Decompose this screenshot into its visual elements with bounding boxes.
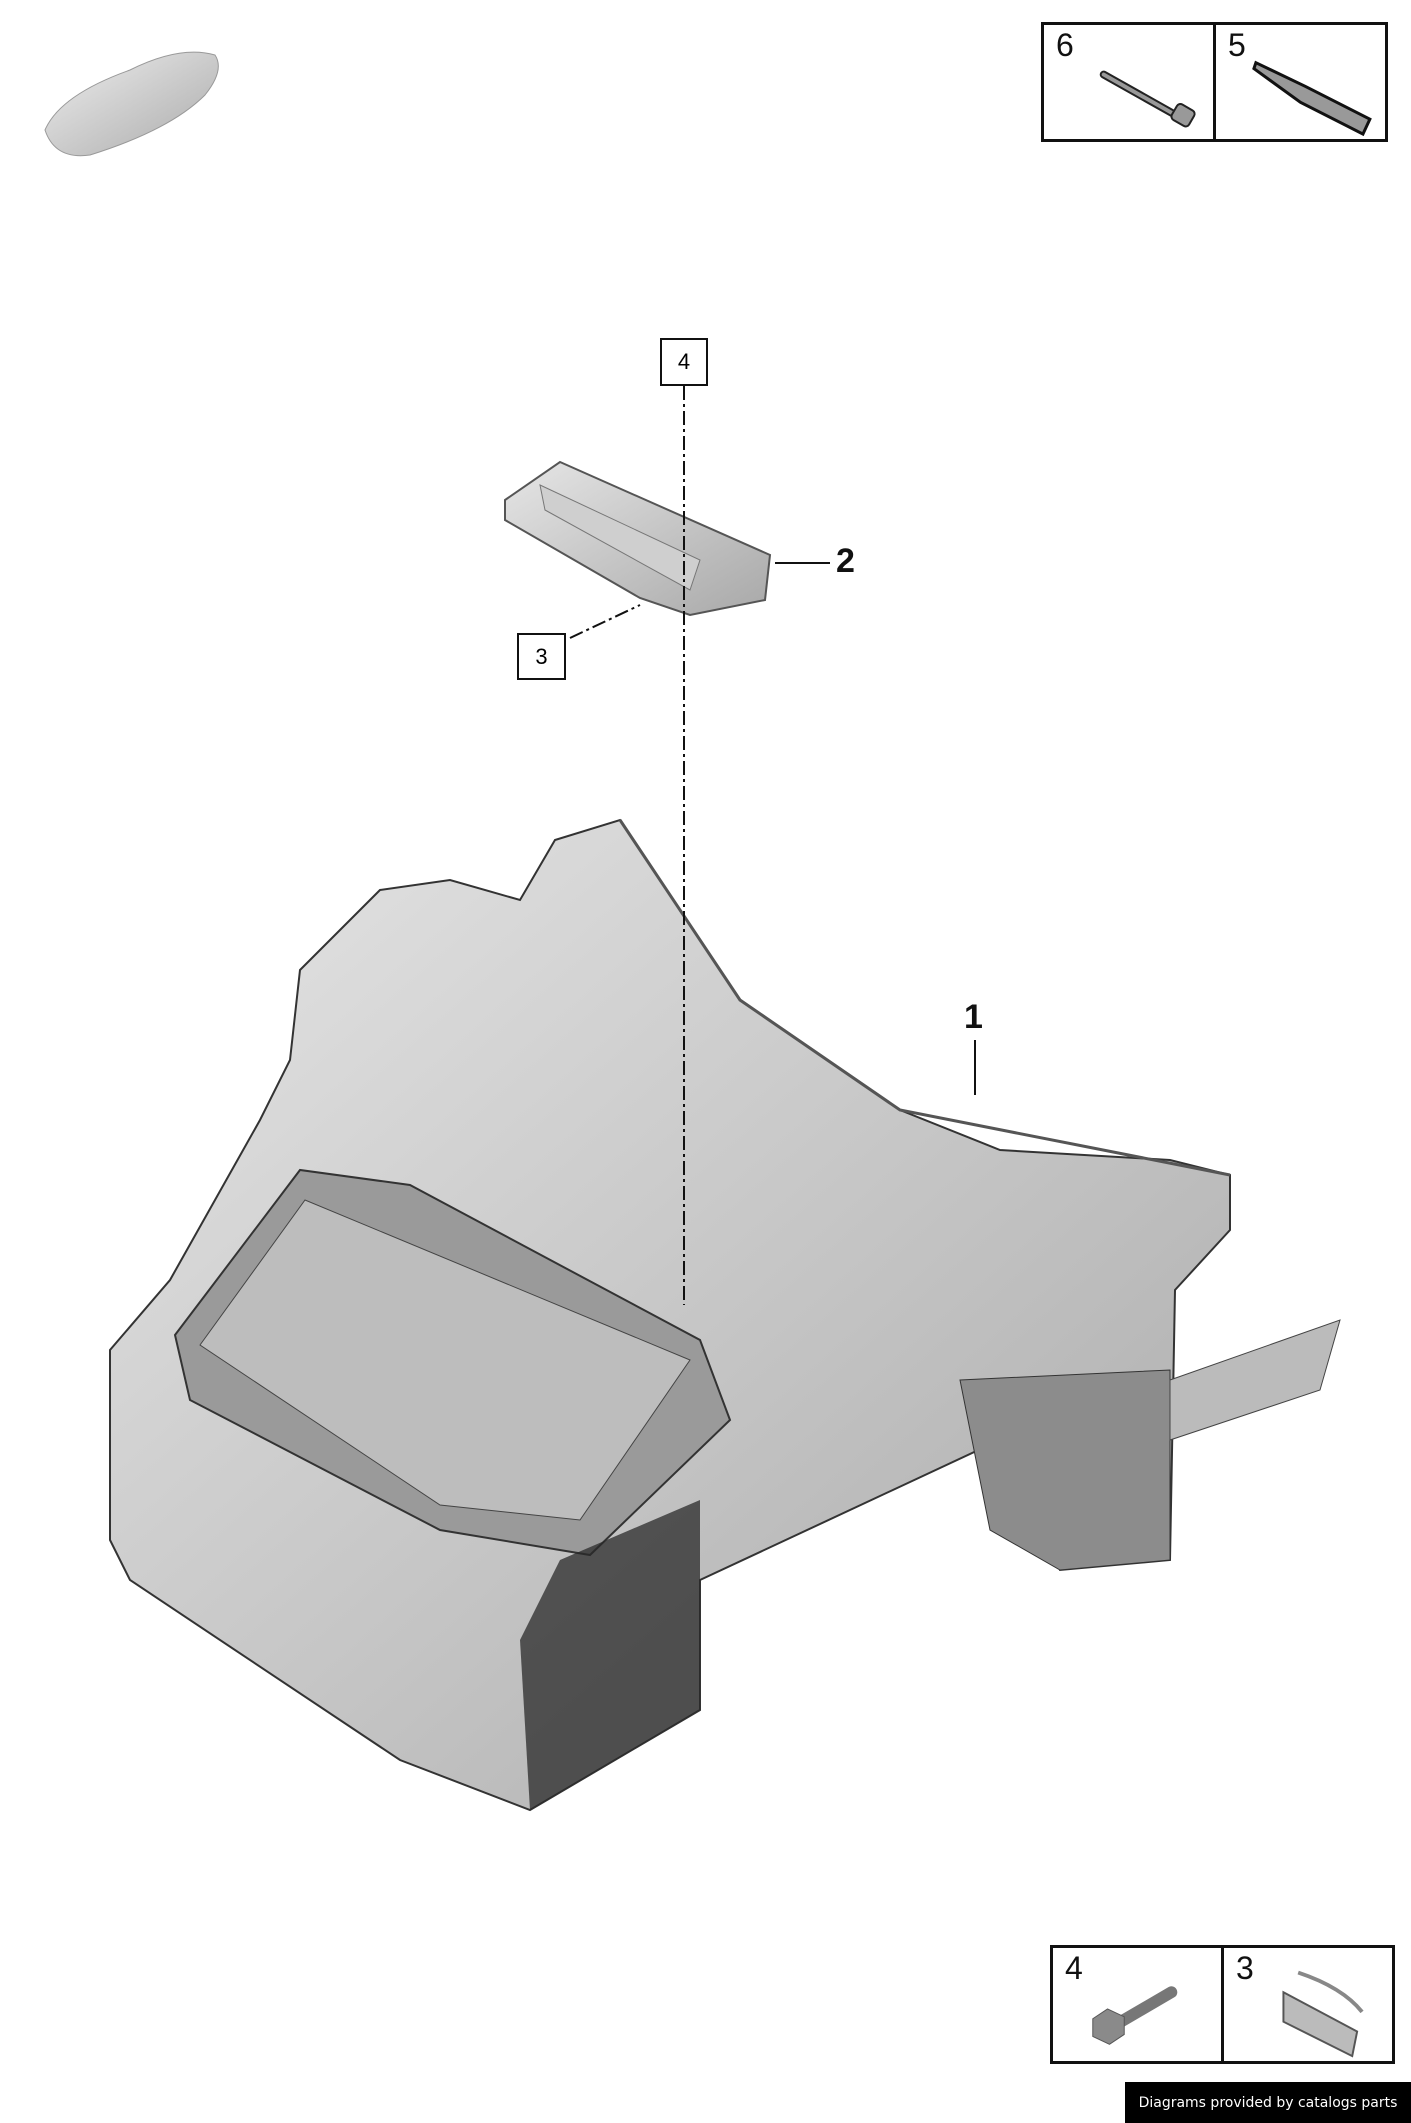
- legend-top: 6 5: [1041, 22, 1388, 142]
- front-body-structure-part-1: [109, 818, 1341, 1812]
- pin-icon: [1099, 70, 1196, 128]
- legend-number: 4: [1065, 1950, 1083, 1986]
- bolt-icon: [1092, 1986, 1178, 2045]
- callout-box-3: 3: [517, 633, 566, 680]
- car-thumbnail-icon: [44, 51, 219, 157]
- sealant-tube-icon: [1252, 60, 1372, 137]
- legend-number: 5: [1228, 27, 1246, 63]
- clip-icon: [1282, 1970, 1364, 2058]
- legend-number: 3: [1236, 1950, 1254, 1986]
- part-label-1: 1: [964, 998, 983, 1036]
- legend-item: 5: [1213, 25, 1385, 139]
- legend-item: 4: [1053, 1948, 1221, 2061]
- callout-box-4: 4: [660, 338, 708, 386]
- leader-lines: [569, 386, 976, 1305]
- footer-credit: Diagrams provided by catalogs parts: [1125, 2082, 1411, 2123]
- legend-number: 6: [1056, 27, 1074, 63]
- bulkhead-panel-part-2: [504, 460, 772, 617]
- legend-item: 6: [1044, 25, 1213, 139]
- part-label-2: 2: [836, 542, 855, 580]
- legend-bottom: 4 3: [1050, 1945, 1395, 2064]
- legend-item: 3: [1221, 1948, 1392, 2061]
